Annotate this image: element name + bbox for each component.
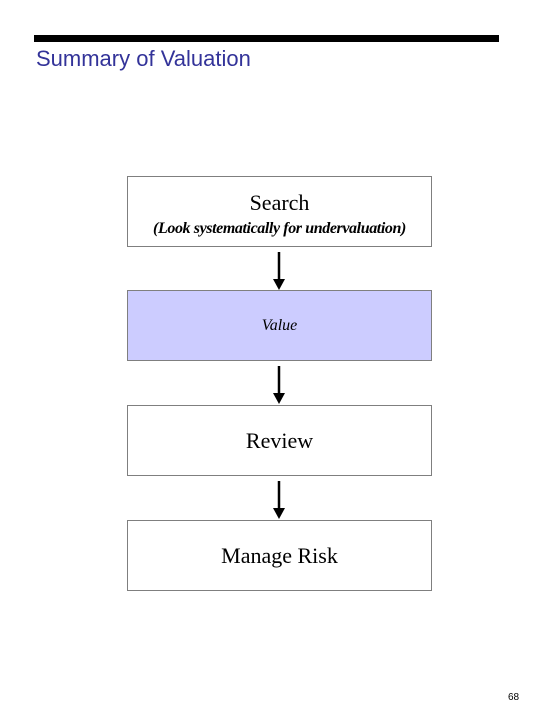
step-label-search: Search [249,190,310,215]
down-arrow-icon [273,252,285,290]
step-sublabel-search: (Look systematically for undervaluation) [153,220,406,237]
flow-step-manage-risk: Manage Risk [127,520,432,591]
flow-step-value: Value [127,290,432,361]
step-label-review: Review [245,427,314,453]
down-arrow-icon [273,481,285,519]
step-label-value: Value [261,316,298,334]
flow-step-review: Review [127,405,432,476]
title-underline-bar [34,35,499,42]
flow-step-search: Search (Look systematically for underval… [127,176,432,247]
step-label-manage-risk: Manage Risk [221,542,338,568]
page-number: 68 [508,692,520,703]
slide-title: Summary of Valuation [36,46,251,71]
down-arrow-icon [273,366,285,404]
